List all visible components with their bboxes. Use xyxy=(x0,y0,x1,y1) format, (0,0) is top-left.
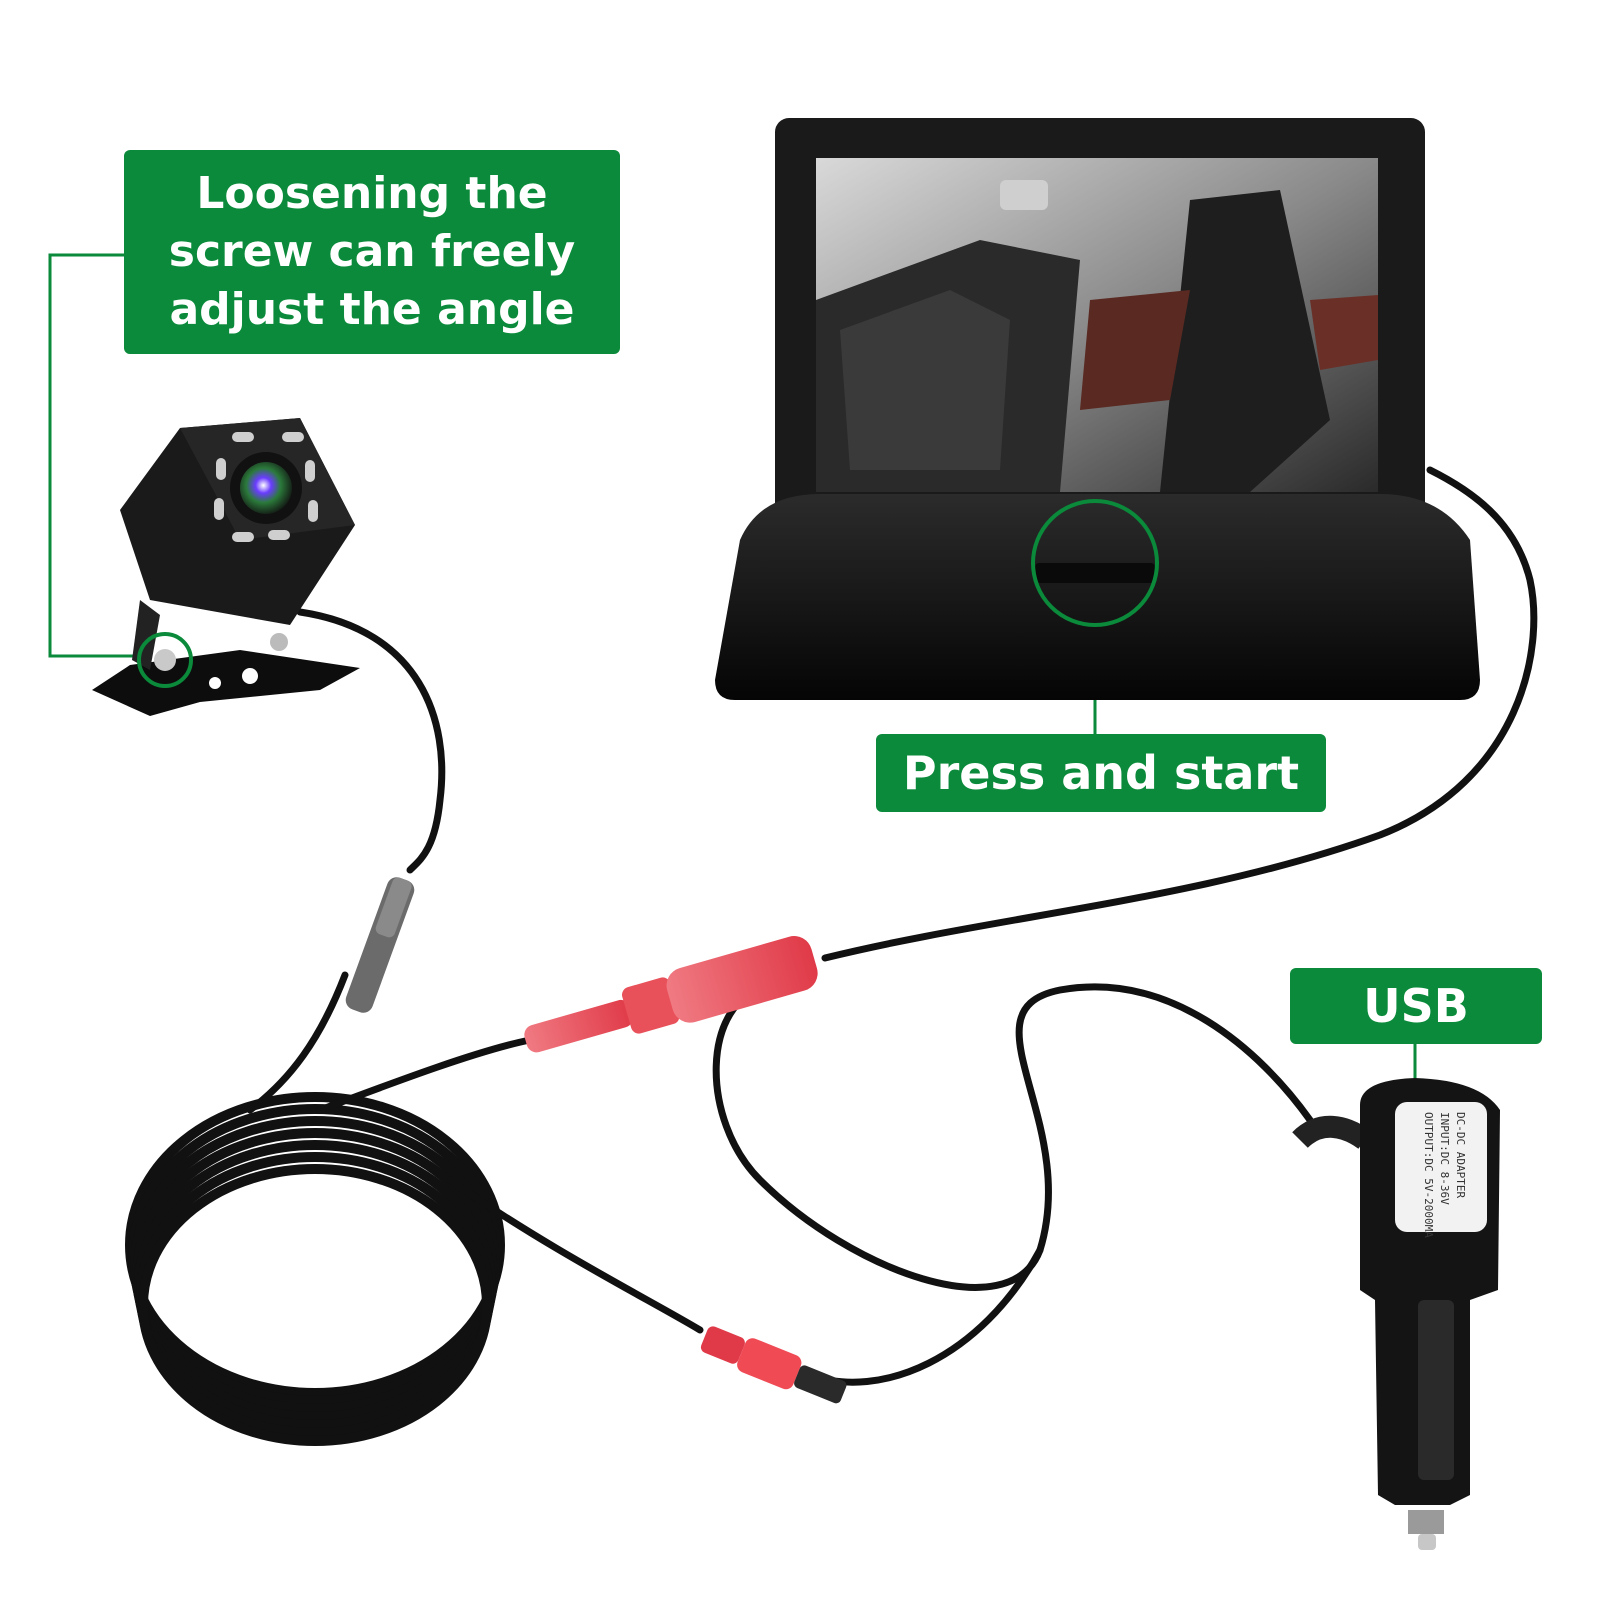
red-power-plug xyxy=(700,1326,847,1404)
cable-coil-icon xyxy=(125,1092,505,1446)
callout-screw-line1: Loosening the xyxy=(196,168,548,219)
red-inline-connector xyxy=(524,936,818,1053)
cables xyxy=(246,466,1538,1386)
callout-screw-adjust: Loosening the screw can freely adjust th… xyxy=(124,150,620,354)
screen-image xyxy=(816,180,1378,492)
monitor-icon xyxy=(715,118,1480,700)
adapter-label-line1: DC-DC ADAPTER xyxy=(1454,1112,1467,1198)
adapter-label-line3: OUTPUT:DC 5V-2000MA xyxy=(1422,1112,1435,1238)
adapter-label-line2: INPUT:DC 8-36V xyxy=(1438,1112,1451,1205)
backup-camera-icon xyxy=(92,418,360,716)
callout-screw-line2: screw can freely xyxy=(168,226,576,277)
car-charger-icon: DC-DC ADAPTER INPUT:DC 8-36V OUTPUT:DC 5… xyxy=(1292,1078,1500,1550)
callout-usb: USB xyxy=(1290,968,1542,1044)
callout-press-and-start: Press and start xyxy=(876,734,1326,812)
camera-cable-connector xyxy=(345,877,415,1013)
callout-screw-line3: adjust the angle xyxy=(169,284,575,335)
